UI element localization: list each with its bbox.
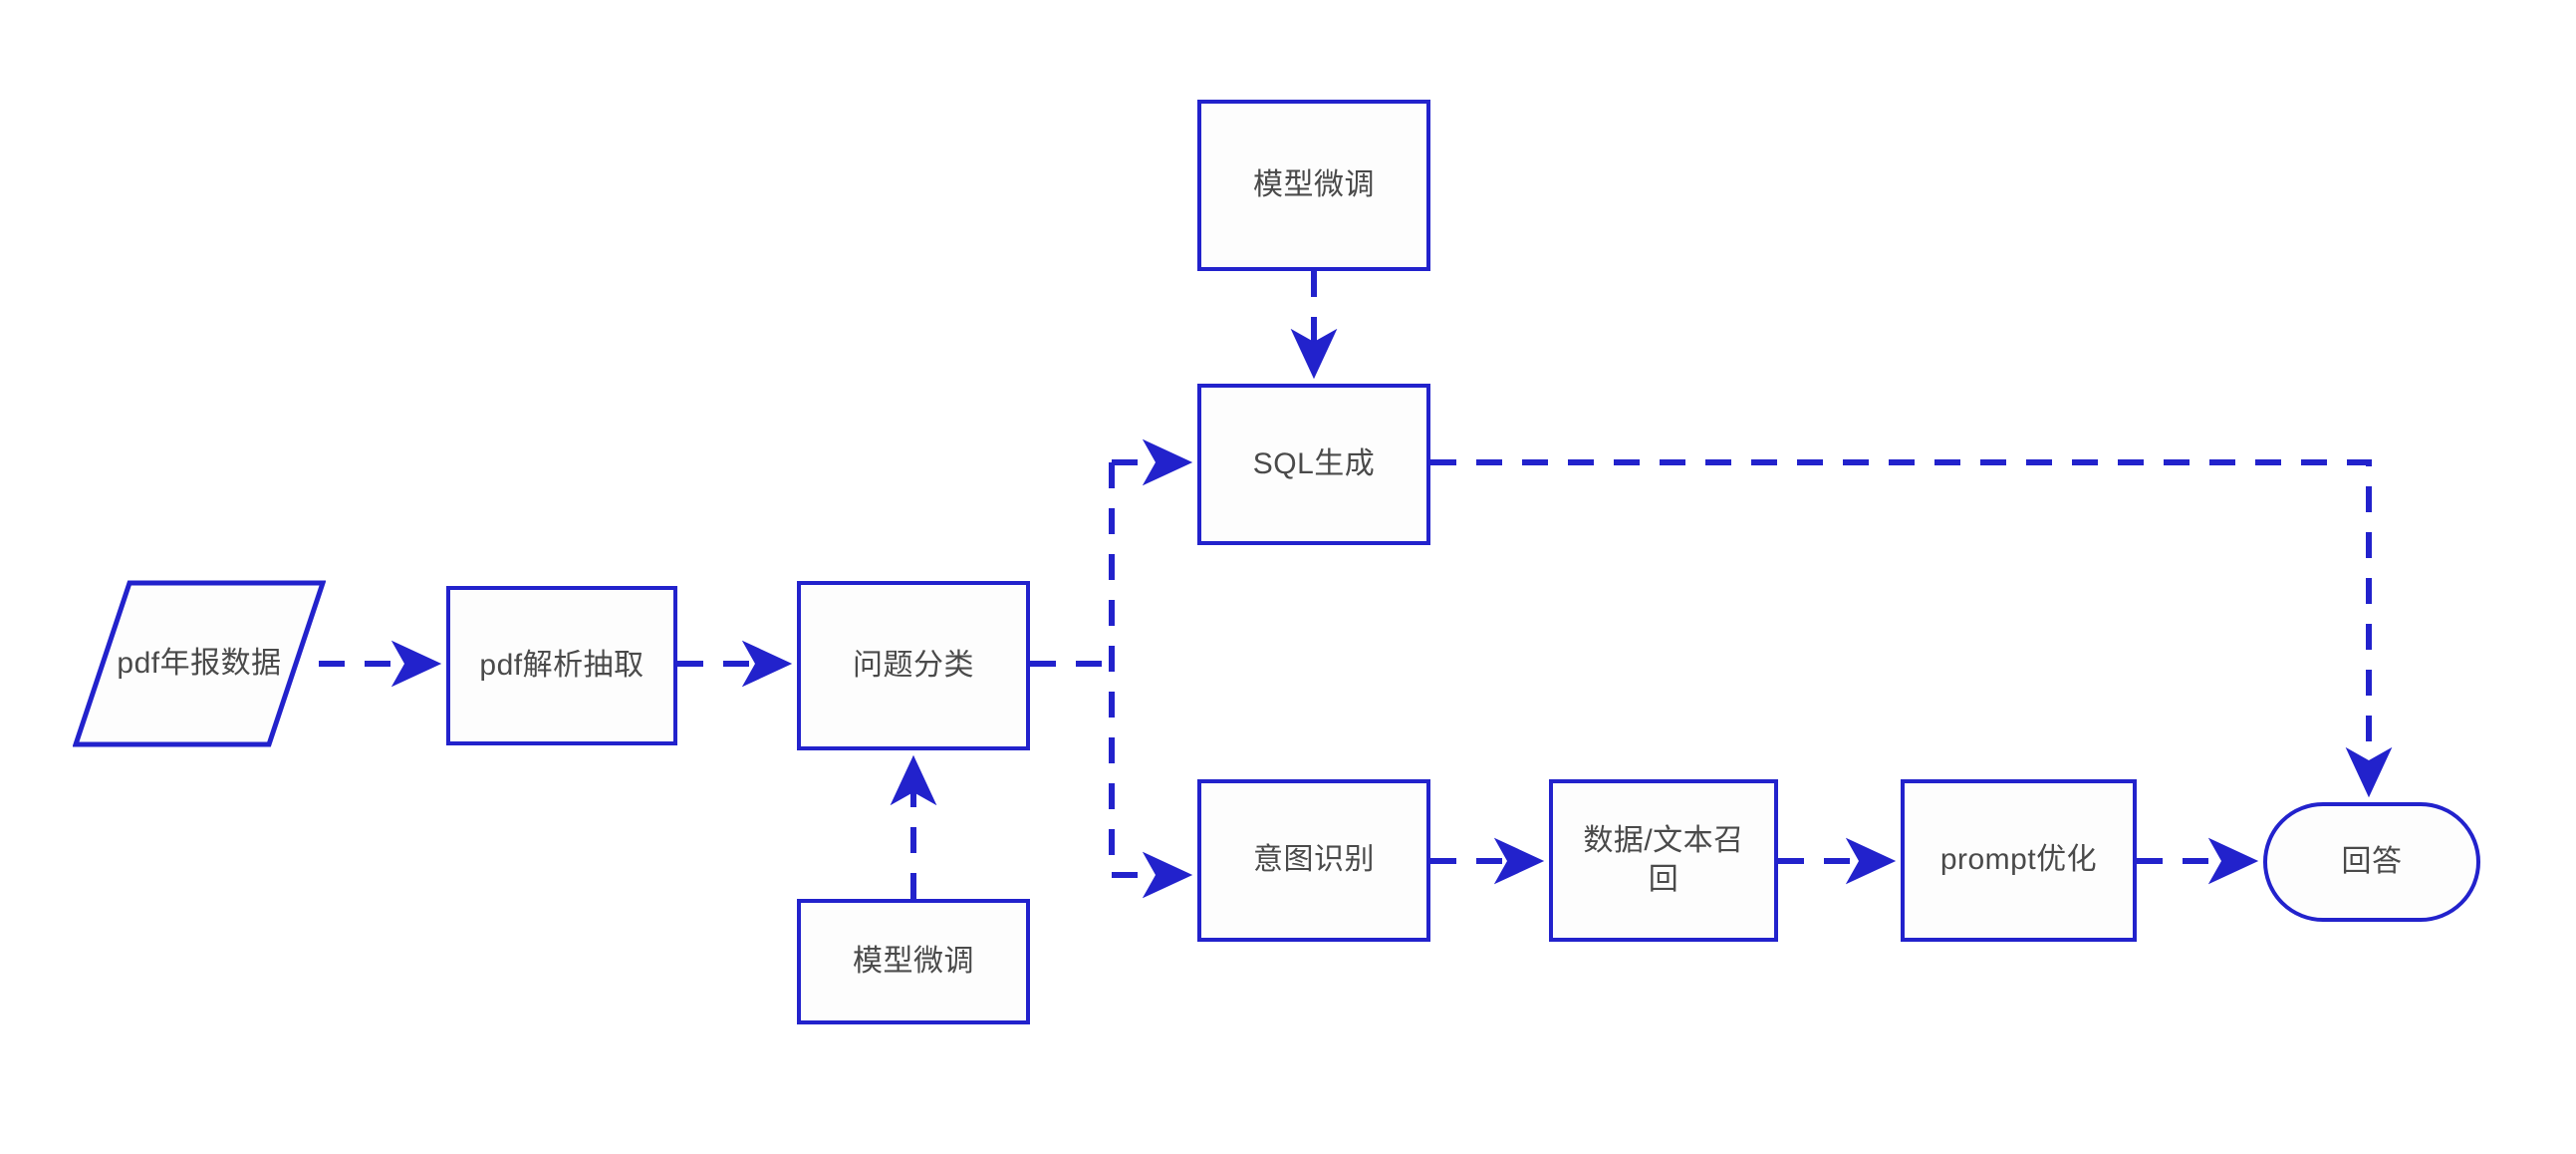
node-label: 回答 <box>2341 844 2403 878</box>
node-label: pdf年报数据 <box>117 646 282 680</box>
node-question-class[interactable]: 问题分类 <box>797 581 1030 750</box>
node-label: SQL生成 <box>1252 446 1376 480</box>
node-intent[interactable]: 意图识别 <box>1197 779 1430 942</box>
node-answer[interactable]: 回答 <box>2263 802 2480 922</box>
node-recall[interactable]: 数据/文本召 回 <box>1549 779 1778 942</box>
node-label: 意图识别 <box>1253 843 1375 877</box>
node-label: 问题分类 <box>853 648 974 682</box>
node-pdf-data[interactable]: pdf年报数据 <box>73 580 326 747</box>
node-finetune-bottom[interactable]: 模型微调 <box>797 899 1030 1024</box>
node-label: 数据/文本召 回 <box>1583 824 1744 896</box>
node-label: pdf解析抽取 <box>479 648 644 682</box>
node-sql-gen[interactable]: SQL生成 <box>1197 384 1430 545</box>
node-pdf-parse[interactable]: pdf解析抽取 <box>446 586 677 745</box>
node-label: 模型微调 <box>1253 167 1375 201</box>
node-label: prompt优化 <box>1939 843 2098 877</box>
node-label: 模型微调 <box>853 944 974 978</box>
node-finetune-top[interactable]: 模型微调 <box>1197 100 1430 271</box>
parallelogram-shape <box>73 580 326 747</box>
node-prompt-opt[interactable]: prompt优化 <box>1901 779 2137 942</box>
edge-sql-gen-to-answer <box>1430 459 2393 798</box>
